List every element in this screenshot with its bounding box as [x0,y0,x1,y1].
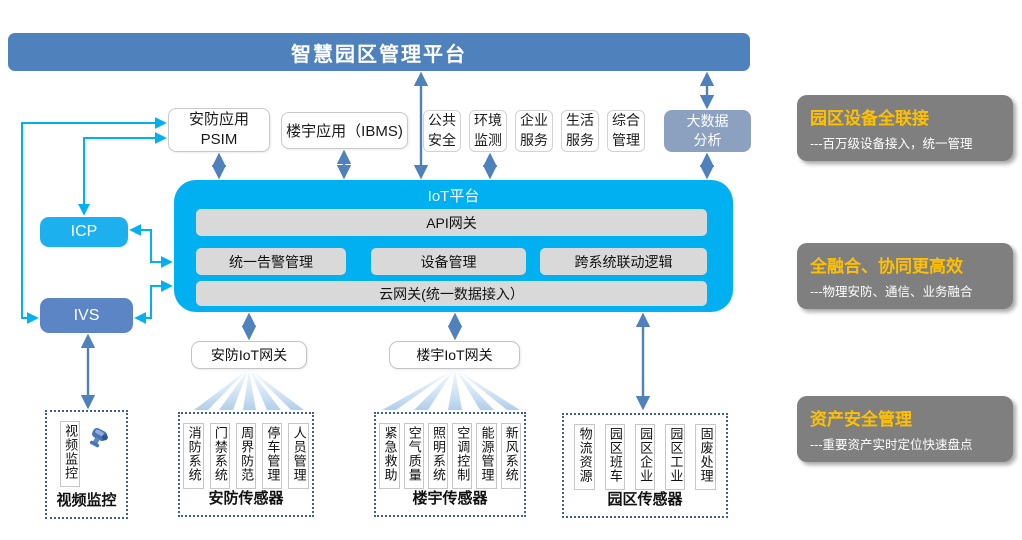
sensor-column: 空调控制 [452,423,473,489]
sensor-column: 消防系统 [183,423,204,489]
video-column: 视频监控 [59,421,81,487]
iot-platform-title: IoT平台 [427,188,480,205]
psim-line1: 安防应用 [188,110,249,128]
ibms-label: 楼宇应用（IBMS) [286,123,403,140]
sensor-column: 停车管理 [262,423,283,489]
ivs-box: IVS [40,298,133,333]
security-iot-gateway: 安防IoT网关 [191,341,307,369]
video-columns: 视频监控 [47,421,126,487]
banner-title: 智慧园区管理平台 [291,43,467,66]
highlight-panel-asset-security: 资产安全管理 ---重要资产实时定位快速盘点 [797,396,1013,462]
highlight-desc: ---重要资产实时定位快速盘点 [810,438,973,452]
platform-banner: 智慧园区管理平台 [8,33,750,71]
park-sensors-group: 物流资源 园区班车 园区企业 园区工业 固废处理 园区传感器 [562,413,728,518]
bigdata-line2: 分析 [693,132,722,148]
icp-label: ICP [70,223,98,240]
park-sensor-columns: 物流资源 园区班车 园区企业 园区工业 固废处理 [564,424,726,490]
camera-icon [90,428,109,448]
module-device-mgmt: 设备管理 [371,248,526,275]
highlight-desc: ---百万级设备接入，统一管理 [810,137,973,151]
sensor-column: 照明系统 [427,423,448,489]
app-env-monitoring: 环境监测 [469,110,507,152]
small-app-row: 公共安全 环境监测 企业服务 生活服务 综合管理 [423,110,647,152]
app-integrated-mgmt: 综合管理 [607,110,645,152]
ivs-label: IVS [73,306,100,324]
sensor-column: 紧急救助 [379,423,400,489]
module-alarm-mgmt: 统一告警管理 [196,248,346,275]
security-sensor-columns: 消防系统 门禁系统 周界防范 停车管理 人员管理 [180,423,312,489]
sensor-column: 门禁系统 [209,423,230,489]
highlight-title: 全融合、协同更高效 [810,257,963,276]
highlight-desc: ---物理安防、通信、业务融合 [810,285,973,299]
app-living-svc: 生活服务 [561,110,599,152]
security-sensors-group: 消防系统 门禁系统 周界防范 停车管理 人员管理 安防传感器 [178,412,314,517]
sensor-column: 周界防范 [235,423,257,489]
bigdata-analysis-box: 大数据 分析 [664,110,751,152]
iot-platform: IoT平台 API网关 统一告警管理 设备管理 跨系统联动逻辑 云网关(统一数据… [174,180,733,312]
psim-line2: PSIM [200,131,238,148]
cloud-gateway-bar: 云网关(统一数据接入） [196,281,707,306]
sensor-column: 园区班车 [604,424,625,490]
building-gateway-fan-rays [382,370,520,410]
sensor-column: 物流资源 [574,424,595,490]
sensor-column: 人员管理 [288,423,309,489]
app-public-safety: 公共安全 [423,110,461,152]
video-surveillance-group: 视频监控 视频监控 [45,410,128,519]
highlight-title: 资产安全管理 [810,410,912,429]
park-group-label: 园区传感器 [607,491,683,508]
video-group-label: 视频监控 [56,492,117,509]
psim-app-box: 安防应用 PSIM [168,108,270,152]
building-group-label: 楼宇传感器 [412,490,488,507]
bigdata-line1: 大数据 [686,113,729,130]
sensor-column: 新风系统 [500,423,521,489]
highlight-panel-device-connect: 园区设备全联接 ---百万级设备接入，统一管理 [797,95,1013,161]
building-sensor-columns: 紧急救助 空气质量 照明系统 空调控制 能源管理 新风系统 [376,423,524,489]
highlight-panel-fusion: 全融合、协同更高效 ---物理安防、通信、业务融合 [797,243,1013,309]
sensor-column: 园区企业 [634,424,656,490]
building-iot-gateway: 楼宇IoT网关 [389,341,520,369]
security-group-label: 安防传感器 [208,490,284,507]
highlight-title: 园区设备全联接 [810,109,929,128]
icp-box: ICP [40,217,128,247]
sensor-column: 空气质量 [403,423,424,489]
security-gateway-fan-rays [194,370,304,410]
sensor-column: 能源管理 [476,423,497,489]
building-sensors-group: 紧急救助 空气质量 照明系统 空调控制 能源管理 新风系统 楼宇传感器 [374,412,526,517]
api-gateway-bar: API网关 [196,209,707,236]
ibms-app-box: 楼宇应用（IBMS) [281,112,408,149]
sensor-column: 固废处理 [695,424,716,490]
sensor-column: 园区工业 [665,424,686,490]
app-enterprise-svc: 企业服务 [515,110,553,152]
module-cross-linkage: 跨系统联动逻辑 [540,248,707,275]
